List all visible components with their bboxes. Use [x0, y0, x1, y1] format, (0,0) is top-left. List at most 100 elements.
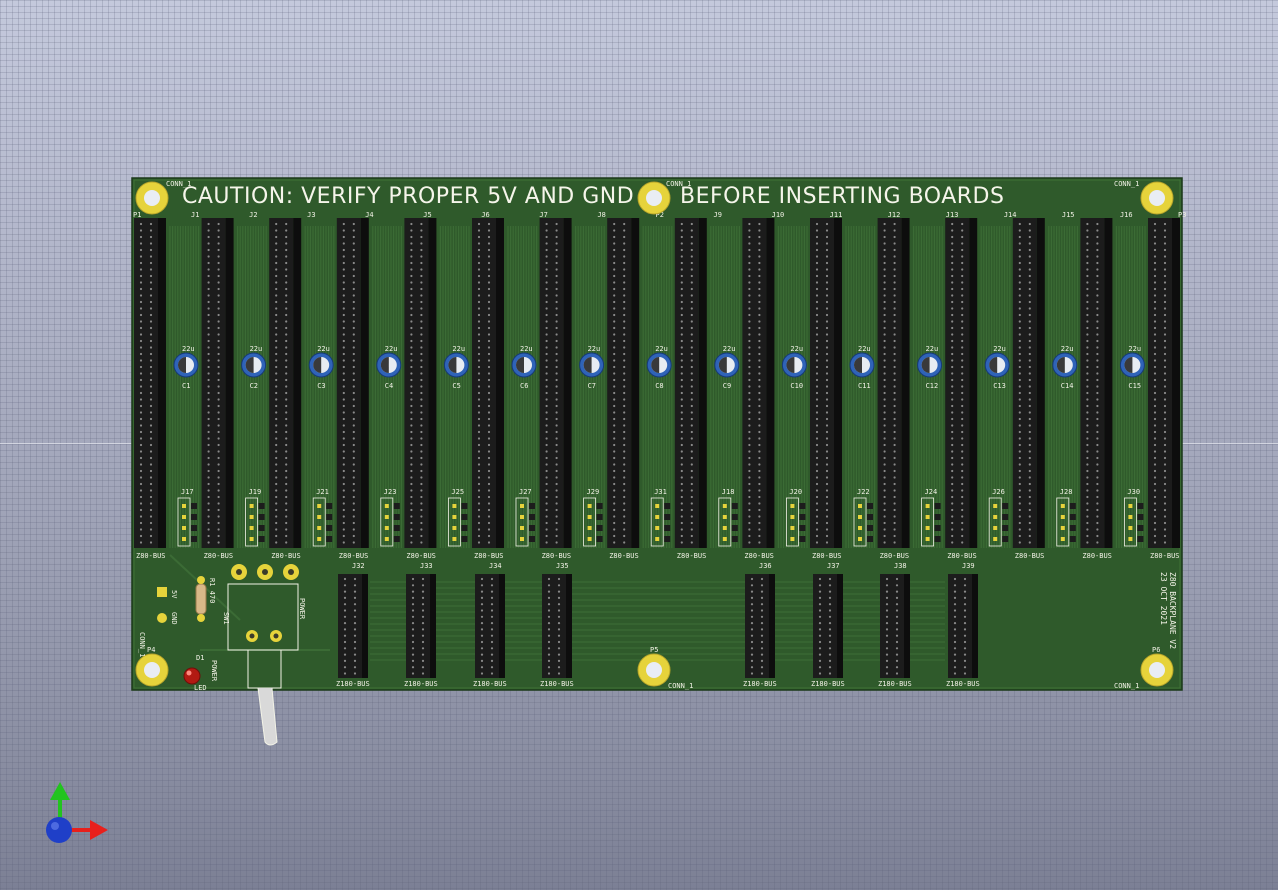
- header-pin: [758, 365, 761, 369]
- header-pin: [1028, 450, 1031, 453]
- header-pin: [818, 653, 822, 656]
- header-pin: [547, 653, 551, 656]
- header-pin: [1096, 378, 1099, 382]
- jumper-shunt: [258, 503, 265, 509]
- header-pin: [883, 372, 886, 375]
- header-pin: [690, 502, 693, 505]
- header-pin: [1086, 235, 1089, 239]
- header-pin: [410, 261, 413, 265]
- header-pin: [139, 398, 143, 401]
- jumper-pin: [520, 504, 524, 508]
- capacitor-polarity: [516, 357, 524, 373]
- header-pin: [342, 495, 345, 499]
- jumper-pin: [520, 515, 524, 519]
- power-led: [183, 667, 201, 685]
- header-pin: [953, 622, 957, 625]
- header-pin: [285, 528, 288, 531]
- header-pin: [828, 666, 832, 669]
- header-pin: [818, 622, 822, 625]
- header-pin: [893, 430, 896, 434]
- header-pin: [1163, 515, 1167, 518]
- header-pin: [828, 672, 832, 675]
- header-pin: [961, 437, 964, 440]
- header-pin: [410, 300, 413, 304]
- jumper-shunt: [934, 514, 941, 520]
- header-pin: [1153, 242, 1157, 245]
- header-pin: [217, 229, 220, 232]
- header-pin: [613, 424, 616, 427]
- header-pin: [893, 281, 896, 284]
- header-pin: [139, 339, 143, 343]
- header-pin: [217, 443, 220, 447]
- header-pin: [285, 255, 288, 258]
- header-pin: [893, 339, 896, 343]
- bus-header: [1148, 218, 1172, 548]
- header-pin: [545, 495, 548, 499]
- header-pin: [352, 502, 355, 505]
- header-pin: [1153, 255, 1157, 258]
- header-pin: [1018, 417, 1021, 421]
- header-pin: [963, 622, 967, 625]
- header-pin: [420, 235, 423, 239]
- header-pin: [748, 307, 751, 310]
- header-pin: [342, 443, 345, 447]
- header-pin: [883, 417, 886, 421]
- header-pin: [149, 294, 153, 297]
- jumper-shunt: [1137, 525, 1144, 531]
- header-pin: [343, 666, 347, 669]
- header-pin: [1153, 229, 1157, 232]
- header-pin: [285, 495, 288, 499]
- header-pin: [883, 261, 886, 265]
- header-pin: [285, 398, 288, 401]
- header-pin: [1163, 411, 1167, 414]
- header-pin: [1153, 437, 1157, 440]
- header-pin: [149, 417, 153, 421]
- z-axis-marker: [46, 817, 72, 843]
- header-pin: [885, 672, 889, 675]
- header-pin: [342, 541, 345, 544]
- header-pin: [217, 242, 220, 245]
- header-pin: [343, 603, 347, 606]
- header-pin: [207, 463, 210, 466]
- header-pin: [1096, 528, 1099, 531]
- header-pin: [149, 443, 153, 447]
- header-pin: [758, 378, 761, 382]
- header-pin: [613, 287, 616, 291]
- jumper-pin: [722, 526, 727, 530]
- header-pin: [883, 320, 886, 323]
- header-pin: [477, 274, 481, 278]
- header-pin: [411, 666, 415, 669]
- header-pin: [818, 615, 822, 618]
- header-pin: [420, 385, 423, 388]
- header-pin: [1096, 313, 1099, 317]
- jumper-outline: [447, 497, 461, 547]
- header-pin: [951, 502, 954, 505]
- header-pin: [487, 248, 491, 252]
- copper-traces: [169, 226, 1146, 661]
- header-pin: [893, 255, 896, 258]
- header-pin: [352, 437, 355, 440]
- header-pin: [555, 521, 558, 525]
- header-pin: [352, 528, 355, 531]
- jumper-pin: [317, 526, 322, 530]
- header-pin: [275, 281, 278, 284]
- header-pin: [1096, 307, 1099, 310]
- header-pin: [760, 584, 764, 587]
- header-pin: [342, 346, 345, 349]
- header-pin: [477, 476, 481, 479]
- header-pin: [953, 659, 957, 663]
- jumper: J20: [786, 488, 806, 547]
- y-axis-arrow: [50, 782, 70, 800]
- jumper-ref: J17: [181, 488, 194, 496]
- header-pin: [285, 294, 288, 297]
- header-pin: [748, 300, 751, 304]
- header-pin: [623, 430, 626, 434]
- header-pin: [893, 359, 896, 362]
- z180-header: [813, 574, 837, 678]
- header-pin: [149, 385, 153, 388]
- axis-gizmo[interactable]: [46, 782, 108, 843]
- header-pin: [893, 411, 896, 414]
- header-pin: [883, 248, 886, 252]
